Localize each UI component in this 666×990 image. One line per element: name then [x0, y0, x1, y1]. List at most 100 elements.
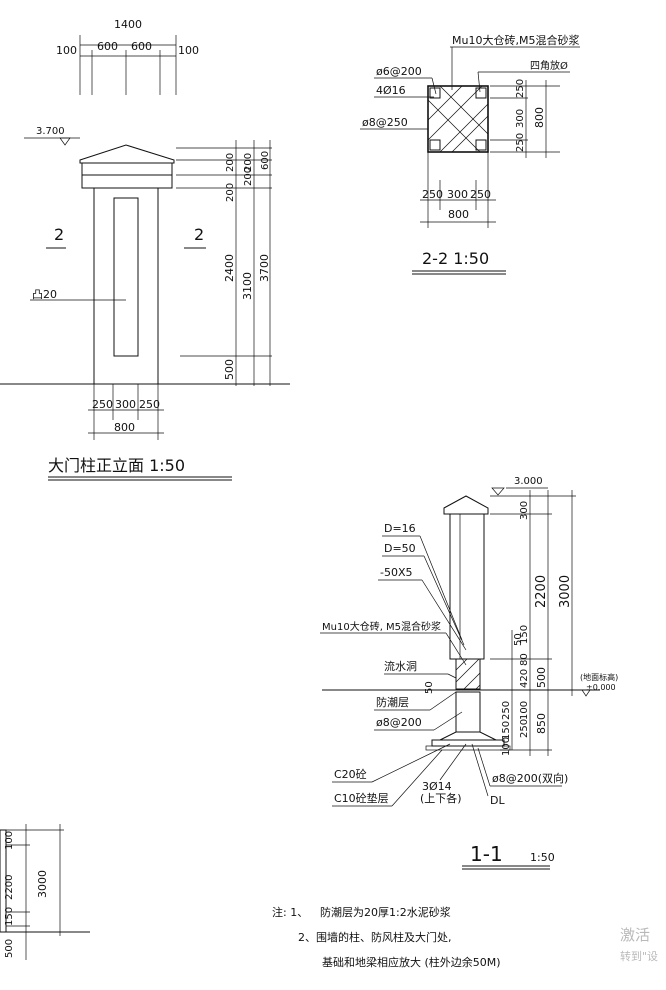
- sec11-scale: 1:50: [530, 851, 555, 864]
- sec11-label-d16: D=16: [384, 522, 416, 535]
- sec11-label-c10: C10砼垫层: [334, 791, 389, 805]
- sec11-dim-f: 150: [519, 625, 530, 644]
- elev-dim-a: 200: [225, 153, 236, 172]
- sec22-bottom-dim-3: 250: [470, 188, 491, 201]
- recess-label: 凸20: [32, 288, 57, 301]
- sec11-hatch: [455, 658, 481, 690]
- elev-bottom-dim-2: 300: [115, 398, 136, 411]
- bl-dim-total: 3000: [36, 870, 49, 898]
- elev-dim-d: 200: [243, 167, 254, 186]
- sec11-dim-c: 3000: [558, 575, 573, 608]
- sec11-label-drain: 流水洞: [384, 659, 417, 673]
- sec11-label-main-bar: 3Ø14: [422, 780, 452, 793]
- sec22-corner: 四角放Ø: [530, 59, 568, 72]
- bl-dim-3: 2200: [4, 875, 15, 900]
- elevation-dim-part-2: 600: [97, 40, 118, 53]
- section-mark-2-2: 2 2: [46, 225, 206, 249]
- sec11-label-flat: -50X5: [380, 566, 413, 579]
- elev-dim-b: 200: [243, 153, 254, 172]
- section-mark-left: 2: [54, 225, 64, 244]
- sec11-footing-slope: [439, 731, 497, 741]
- sec11-cap: [443, 495, 489, 515]
- elevation-dim-part-1: 100: [56, 44, 77, 57]
- elev-dim-g: 3100: [241, 272, 254, 300]
- sec11-footing-column: [455, 691, 481, 733]
- sec22-side-dim-1: 250: [515, 79, 526, 98]
- sec11-title: 1-1: [470, 842, 503, 866]
- elev-dim-c: 200: [225, 183, 236, 202]
- elevation-top-dimensions: 1400 100 600 600 100: [56, 18, 199, 95]
- elev-dim-h: 3700: [258, 254, 271, 282]
- sec11-dim-b: 2200: [534, 575, 549, 608]
- sec11-right-dimensions: 300 2200 3000 500 150 80 420 850 250 100…: [490, 490, 576, 756]
- elevation-level-marker: 3.700: [24, 126, 80, 146]
- sec22-stirrup: ø6@200: [376, 65, 422, 78]
- elev-dim-i: 500: [223, 359, 236, 380]
- section-2-2: Mu10大仓砖,M5混合砂浆 四角放Ø ø6@200 4Ø16 ø8@250: [360, 33, 580, 275]
- sec22-bottom-dim-1: 250: [422, 188, 443, 201]
- sec11-dim-n: 250: [519, 719, 530, 738]
- sec22-side-dim-2: 300: [515, 109, 526, 128]
- bl-dim-4: 100: [4, 831, 15, 850]
- activation-watermark: 激活 转到"设: [620, 926, 658, 963]
- gate-pillar-elevation: 1400 100 600 600 100 3.700 2 2: [0, 18, 290, 481]
- pillar-body: [79, 144, 175, 385]
- sec22-side-total: 800: [533, 107, 546, 128]
- sec11-label-d50: D=50: [384, 542, 416, 555]
- sec22-rebar: 4Ø16: [376, 84, 406, 97]
- sec22-mesh: ø8@250: [362, 116, 408, 129]
- sec22-title: 2-2 1:50: [422, 249, 489, 268]
- sec11-dim-e: 50: [424, 681, 435, 694]
- section-1-1: 3.000 D=16 D=50 -50X5 Mu10大仓砖, M5混合砂浆: [320, 476, 618, 870]
- elev-dim-f: 2400: [223, 254, 236, 282]
- sec11-footing: [431, 739, 505, 747]
- watermark-line-2: 转到"设: [620, 949, 658, 963]
- sec22-hatch: [427, 85, 489, 153]
- recess-callout: 凸20: [30, 288, 126, 301]
- elevation-dim-part-4: 100: [178, 44, 199, 57]
- sec11-label-dpc: 防潮层: [376, 695, 409, 709]
- sec11-dim-e2: 50: [513, 633, 524, 646]
- sec11-pillar: [449, 513, 485, 660]
- notes-prefix: 注: 1、: [272, 905, 308, 919]
- sec11-dim-h: 420: [519, 669, 530, 688]
- sec11-dim-l: 100: [501, 737, 512, 756]
- watermark-line-1: 激活: [620, 926, 650, 944]
- elevation-level-text: 3.700: [36, 126, 65, 137]
- sec11-dim-d: 500: [535, 667, 548, 688]
- bl-dim-2: 150: [4, 907, 15, 926]
- section-mark-right: 2: [194, 225, 204, 244]
- sec11-ground-label: (地面标高): [580, 672, 618, 682]
- elev-bottom-dim-3: 250: [139, 398, 160, 411]
- elev-dim-e: 600: [260, 151, 271, 170]
- notes-line-3: 基础和地梁相应放大 (柱外边余50M): [322, 955, 501, 969]
- sec22-column-square: [427, 85, 489, 153]
- sec11-label-dl: DL: [490, 794, 505, 807]
- sec11-dim-g: 80: [519, 653, 530, 666]
- sec11-label-c20: C20砼: [334, 768, 367, 781]
- sec22-bottom-dim-2: 300: [447, 188, 468, 201]
- elevation-dim-total: 1400: [114, 18, 142, 31]
- sec11-dim-j: 250: [501, 701, 512, 720]
- sec22-side-dim-3: 250: [515, 133, 526, 152]
- elev-bottom-dim-total: 800: [114, 421, 135, 434]
- elevation-right-dimensions: 200 200 200 200 600 2400 3100 3700 500: [176, 140, 272, 386]
- bl-dim-1: 500: [4, 939, 15, 958]
- elevation-dim-part-3: 600: [131, 40, 152, 53]
- sec11-dim-k: 100: [519, 701, 530, 720]
- sec11-level: 3.000: [514, 476, 543, 487]
- elev-bottom-dim-1: 250: [92, 398, 113, 411]
- sec11-label-rebar-bot: ø8@200(双向): [492, 771, 568, 785]
- sec11-label-rebar-top: ø8@200: [376, 716, 422, 729]
- sec11-dim-a: 300: [519, 501, 530, 520]
- notes-line-1: 防潮层为20厚1:2水泥砂浆: [320, 905, 451, 919]
- elevation-bottom-dimensions: 250 300 250 800: [88, 384, 164, 440]
- notes-block: 注: 1、 防潮层为20厚1:2水泥砂浆 2、围墙的柱、防风柱及大门处, 基础和…: [272, 905, 501, 969]
- elevation-title: 大门柱正立面 1:50: [48, 456, 185, 475]
- bottom-left-partial-section: 500 150 2200 100 3000: [0, 824, 90, 960]
- sec11-label-main-bar-note: (上下各): [420, 791, 462, 805]
- sec11-dim-m: 150: [501, 721, 512, 740]
- sec11-dim-i: 850: [535, 713, 548, 734]
- sec11-cushion: [425, 745, 511, 751]
